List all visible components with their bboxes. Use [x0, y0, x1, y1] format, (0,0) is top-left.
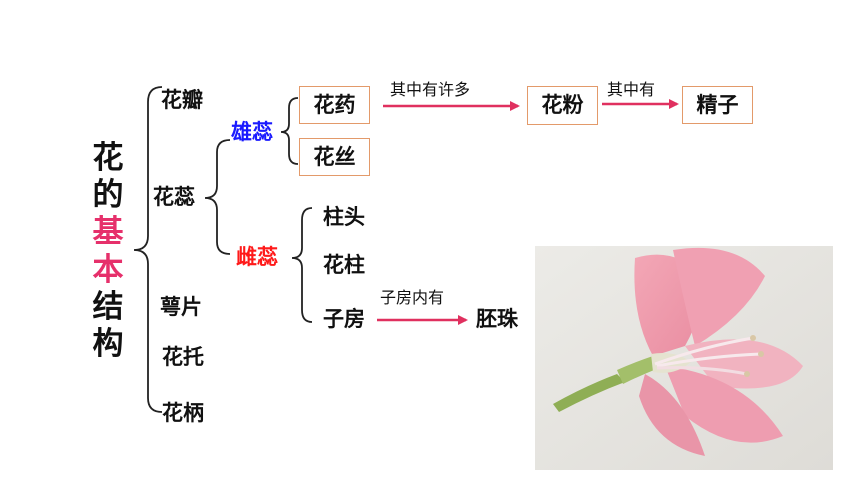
- title-char: 的: [92, 177, 124, 214]
- pistil-group-label: 花蕊: [153, 185, 195, 209]
- filament-box: 花丝: [299, 138, 370, 176]
- ovary-ovule-note: 子房内有: [380, 288, 445, 307]
- pollen-label: 花粉: [541, 93, 584, 117]
- flower-photo: [535, 246, 833, 470]
- filament-label: 花丝: [313, 144, 356, 169]
- sperm-label: 精子: [696, 92, 739, 117]
- pollen-box: 花粉: [527, 86, 598, 125]
- main-brace: [133, 86, 163, 413]
- pistil-label: 雌蕊: [236, 245, 278, 269]
- title-char: 花: [92, 140, 124, 176]
- stamen-label: 雄蕊: [231, 120, 273, 144]
- title-char: 基: [92, 214, 124, 251]
- anther-box: 花药: [299, 86, 370, 124]
- style-label: 花柱: [323, 253, 365, 277]
- title-char: 本: [92, 251, 124, 288]
- diagram-title: 花的基本结构: [88, 140, 128, 363]
- title-char: 构: [92, 325, 124, 362]
- pistil-brace: [291, 207, 313, 323]
- ovule-label: 胚珠: [476, 307, 518, 331]
- anther-label: 花药: [313, 92, 356, 117]
- pollen-sperm-note: 其中有: [607, 80, 656, 99]
- sepal-label: 萼片: [160, 295, 202, 319]
- stigma-label: 柱头: [323, 205, 365, 229]
- stamen-brace: [280, 97, 299, 165]
- anther-pollen-note: 其中有许多: [390, 80, 471, 99]
- stamen-pistil-brace: [204, 139, 231, 255]
- sperm-box: 精子: [682, 86, 753, 124]
- petal-label: 花瓣: [161, 88, 203, 112]
- stalk-label: 花柄: [162, 401, 204, 425]
- receptacle-label: 花托: [162, 345, 204, 369]
- flower-illustration: [535, 246, 833, 470]
- ovary-label: 子房: [323, 307, 365, 331]
- title-char: 结: [92, 288, 124, 325]
